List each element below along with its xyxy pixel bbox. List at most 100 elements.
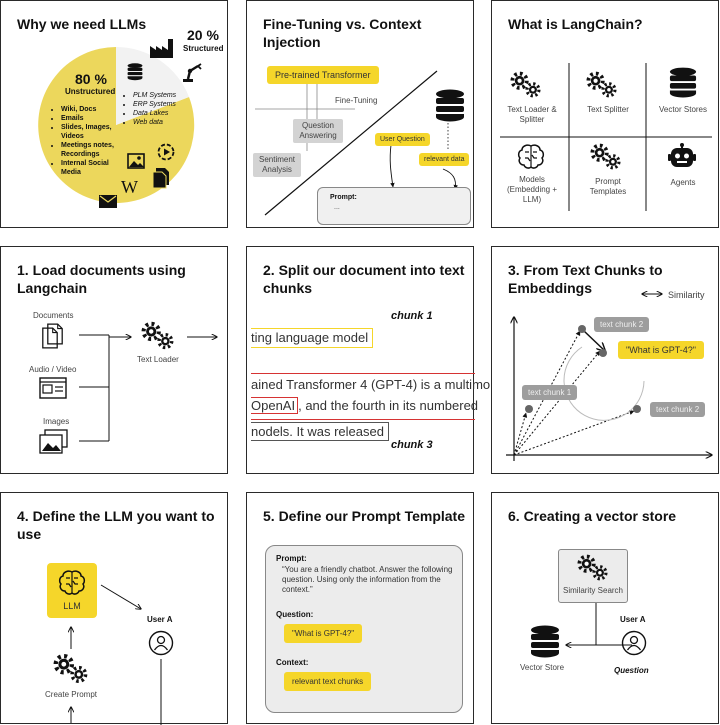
- gears-icon: [53, 653, 89, 685]
- prompt-label: Prompt:: [276, 554, 307, 563]
- robot-icon: [668, 143, 696, 168]
- panel-title: 4. Define the LLM you want to use: [17, 508, 215, 542]
- question-label: Question: [614, 666, 649, 675]
- structured-percent: 20 %: [187, 27, 219, 43]
- panel-why-llms: Why we need LLMs 20 % Structured 80 % Un…: [0, 0, 228, 228]
- list-item: Data Lakes: [133, 109, 213, 118]
- question-box: "What is GPT-4?": [284, 624, 363, 643]
- images-label: Images: [43, 417, 70, 426]
- gears-icon: [577, 554, 609, 582]
- context-box: relevant text chunks: [284, 672, 372, 691]
- llm-label: LLM: [63, 601, 81, 611]
- vector-store-label: Vector Store: [520, 663, 565, 672]
- list-item: Web data: [133, 118, 213, 127]
- chunk-1-label: chunk 1: [391, 310, 433, 322]
- panel-load-documents: 1. Load documents using Langchain Docume…: [0, 246, 228, 474]
- cell-prompt-templates: Prompt Templates: [589, 177, 627, 196]
- user-label: User A: [620, 615, 646, 624]
- email-icon: [99, 195, 117, 208]
- finetuning-label: Fine-Tuning: [335, 96, 378, 105]
- grid-lines: [500, 63, 712, 211]
- unstructured-percent: 80 %: [75, 71, 107, 87]
- user-icon: [621, 630, 647, 656]
- panel-title: 5. Define our Prompt Template: [263, 508, 465, 524]
- cell-text-splitter: Text Splitter: [587, 105, 629, 114]
- connector-lines: [492, 601, 632, 725]
- play-icon: [157, 143, 175, 161]
- chunk-3-label: chunk 3: [391, 439, 433, 451]
- documents-icon: [42, 323, 63, 349]
- database-icon: [127, 63, 143, 81]
- prompt-ellipsis: ...: [334, 204, 340, 211]
- prompt-box: Prompt: ...: [317, 187, 471, 225]
- user-question-box: User Question: [375, 133, 430, 146]
- factory-icon: [150, 39, 173, 58]
- embedding-plot: [506, 247, 720, 461]
- context-label: Context:: [276, 658, 309, 667]
- red-chunk-highlight: [251, 373, 475, 420]
- prompt-label: Prompt:: [330, 194, 357, 201]
- prompt-template-card: Prompt: “You are a friendly chatbot. Ans…: [265, 545, 463, 713]
- question-answering-box: Question Answering: [293, 119, 343, 143]
- llm-box: LLM: [47, 563, 97, 618]
- connector-lines: [1, 584, 162, 725]
- wikipedia-icon: W: [121, 177, 138, 197]
- list-item: Internal Social Media: [61, 159, 129, 177]
- pretrained-transformer-box: Pre-trained Transformer: [267, 66, 379, 84]
- text-segment: , and the fourth in its numbered: [298, 398, 479, 413]
- gears-icon: [590, 143, 622, 171]
- brain-icon: [517, 144, 545, 169]
- gears-icon: [141, 321, 175, 351]
- unstructured-label: Unstructured: [65, 87, 116, 96]
- database-icon: [531, 625, 559, 658]
- database-icon: [669, 67, 697, 98]
- connector-lines: [79, 247, 229, 442]
- image-icon: [127, 153, 145, 169]
- text-line: nodels. It was released: [251, 422, 389, 441]
- panel-finetuning-vs-context: Fine-Tuning vs. Context Injection Pre-tr…: [246, 0, 474, 228]
- list-item: Wiki, Docs: [61, 105, 129, 114]
- unstructured-list: Wiki, Docs Emails Slides, Images, Videos…: [51, 105, 129, 177]
- panel-title: 1. Load documents using Langchain: [17, 262, 186, 296]
- text-chunk-2b-box: text chunk 2: [650, 402, 706, 417]
- panel-define-llm: 4. Define the LLM you want to use LLM Us…: [0, 492, 228, 725]
- documents-label: Documents: [33, 311, 74, 320]
- images-icon: [39, 429, 68, 454]
- prompt-text: “You are a friendly chatbot. Answer the …: [282, 565, 453, 594]
- database-icon: [436, 89, 464, 122]
- brain-icon: [58, 570, 86, 595]
- openai-highlight: OpenAI: [251, 397, 299, 414]
- create-prompt-label: Create Prompt: [45, 690, 98, 699]
- relevant-data-box: relevant data: [419, 153, 470, 166]
- panel-vector-store: 6. Creating a vector store Similarity Se…: [491, 492, 719, 724]
- list-item: Slides, Images, Videos: [61, 123, 129, 141]
- text-loader-label: Text Loader: [137, 355, 179, 364]
- panel-title: 2. Split our document into text chunks: [263, 262, 465, 296]
- panel-embeddings: 3. From Text Chunks to Embeddings Simila…: [491, 246, 719, 474]
- query-box: "What is GPT-4?": [618, 341, 704, 359]
- question-label: Question:: [276, 610, 314, 619]
- panel-title: Fine-Tuning vs. Context Injection: [263, 16, 422, 50]
- audio-video-label: Audio / Video: [29, 365, 77, 374]
- similarity-search-box: Similarity Search: [558, 549, 628, 603]
- sentiment-analysis-box: Sentiment Analysis: [253, 153, 301, 177]
- gears-icon: [586, 71, 618, 99]
- text-line: ting language model: [251, 328, 374, 348]
- panel-title: What is LangChain?: [508, 16, 643, 32]
- cell-vector-stores: Vector Stores: [658, 105, 708, 114]
- files-icon: [152, 168, 169, 189]
- panel-title: 6. Creating a vector store: [508, 508, 677, 524]
- similarity-label: Similarity: [668, 290, 705, 300]
- structured-label: Structured: [183, 44, 224, 53]
- text-line-3: OpenAI, and the fourth in its numbered: [251, 397, 479, 414]
- text-chunk-1-box: text chunk 1: [522, 385, 578, 400]
- panel-prompt-template: 5. Define our Prompt Template Prompt: “Y…: [246, 492, 474, 724]
- cell-models: Models (Embedding + LLM): [506, 175, 558, 204]
- structured-list: PLM Systems ERP Systems Data Lakes Web d…: [123, 91, 213, 127]
- text-chunk-2-box: text chunk 2: [594, 317, 650, 332]
- user-label: User A: [147, 615, 173, 624]
- list-item: Meetings notes, Recordings: [61, 141, 129, 159]
- panel-title: 3. From Text Chunks to Embeddings: [508, 262, 663, 296]
- video-player-icon: [39, 377, 67, 399]
- list-item: PLM Systems: [133, 91, 213, 100]
